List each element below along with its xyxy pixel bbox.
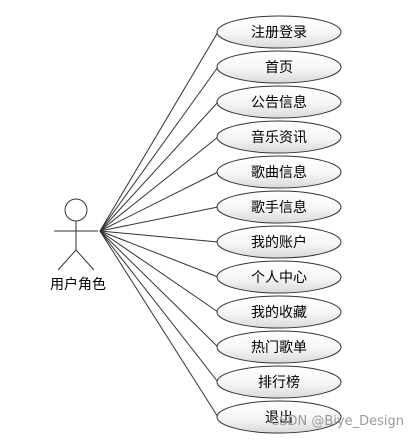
use-case-song-info: 歌曲信息 bbox=[216, 155, 342, 189]
use-case-ellipse bbox=[216, 225, 342, 259]
use-case-singer-info: 歌手信息 bbox=[216, 190, 342, 224]
use-case-ellipse bbox=[216, 365, 342, 399]
association-line-logout bbox=[99, 230, 219, 418]
use-case-ellipse bbox=[216, 295, 342, 329]
use-case-my-account: 我的账户 bbox=[216, 225, 342, 259]
use-case-label: 个人中心 bbox=[251, 270, 307, 286]
association-line-personal-center bbox=[99, 230, 219, 278]
association-line-my-account bbox=[99, 230, 219, 243]
use-case-music-news: 音乐资讯 bbox=[216, 120, 342, 154]
use-case-personal-center: 个人中心 bbox=[216, 260, 342, 294]
association-line-announcement bbox=[99, 101, 219, 232]
actor-right-leg bbox=[75, 249, 95, 271]
association-line-singer-info bbox=[99, 206, 219, 232]
watermark: CSDN @Biye_Design bbox=[270, 414, 404, 429]
use-case-ellipse bbox=[216, 155, 342, 189]
use-case-ellipse bbox=[216, 50, 342, 84]
use-case-label: 我的账户 bbox=[251, 234, 307, 251]
use-case-logout: 退出 bbox=[216, 400, 342, 434]
association-line-hot-playlists bbox=[99, 230, 219, 348]
use-case-list: 注册登录首页公告信息音乐资讯歌曲信息歌手信息我的账户个人中心我的收藏热门歌单排行… bbox=[216, 15, 342, 434]
use-case-ellipse bbox=[216, 400, 342, 434]
association-line-register-login bbox=[99, 31, 219, 232]
association-line-song-info bbox=[99, 171, 219, 232]
use-case-home: 首页 bbox=[216, 50, 342, 84]
use-case-ellipse bbox=[216, 120, 342, 154]
use-case-label: 公告信息 bbox=[251, 94, 307, 111]
use-case-label: 热门歌单 bbox=[251, 340, 307, 356]
association-lines bbox=[99, 31, 219, 418]
use-case-ellipse bbox=[216, 330, 342, 364]
use-case-ellipse bbox=[216, 85, 342, 119]
use-case-label: 排行榜 bbox=[258, 374, 300, 391]
use-case-label: 歌手信息 bbox=[251, 199, 307, 216]
use-case-announcement: 公告信息 bbox=[216, 85, 342, 119]
use-case-ranking: 排行榜 bbox=[216, 365, 342, 399]
association-line-music-news bbox=[99, 136, 219, 232]
actor-label: 用户角色 bbox=[50, 276, 106, 293]
use-case-ellipse bbox=[216, 190, 342, 224]
use-case-register-login: 注册登录 bbox=[216, 15, 342, 49]
use-case-ellipse bbox=[216, 15, 342, 49]
use-case-label: 首页 bbox=[265, 60, 293, 76]
use-case-label: 我的收藏 bbox=[251, 305, 307, 321]
use-case-label: 音乐资讯 bbox=[251, 129, 307, 146]
actor-left-leg bbox=[57, 249, 77, 271]
use-case-ellipse bbox=[216, 260, 342, 294]
actor-figure: 用户角色 bbox=[50, 198, 106, 293]
use-case-my-favorites: 我的收藏 bbox=[216, 295, 342, 329]
use-case-label: 退出 bbox=[265, 410, 293, 426]
use-case-label: 歌曲信息 bbox=[251, 164, 307, 181]
use-case-label: 注册登录 bbox=[251, 25, 307, 41]
association-line-my-favorites bbox=[99, 230, 219, 313]
actor-head bbox=[64, 198, 88, 222]
association-line-ranking bbox=[99, 230, 219, 383]
association-line-home bbox=[99, 66, 219, 232]
use-case-hot-playlists: 热门歌单 bbox=[216, 330, 342, 364]
